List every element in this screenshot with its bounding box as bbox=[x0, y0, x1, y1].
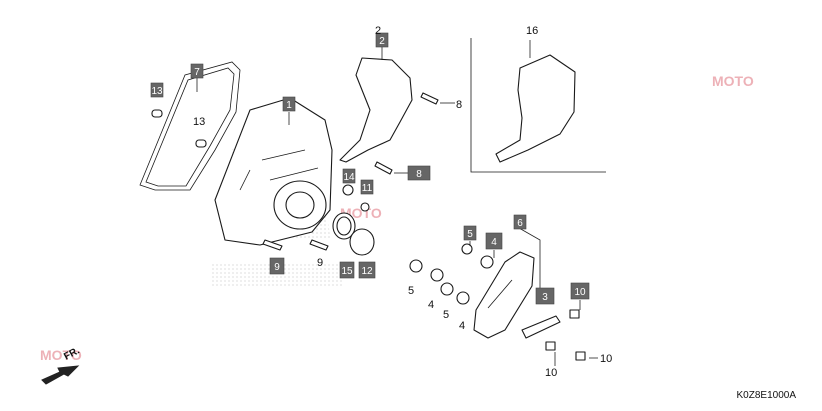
svg-text:10: 10 bbox=[545, 367, 557, 379]
crankcase-cover-part bbox=[214, 97, 333, 246]
svg-text:4: 4 bbox=[428, 299, 434, 311]
svg-text:11: 11 bbox=[362, 183, 373, 194]
cover-plate-part bbox=[473, 251, 561, 339]
svg-text:9: 9 bbox=[274, 262, 280, 273]
svg-text:8: 8 bbox=[416, 169, 422, 180]
part-number-labels: 13 2 8 16 9 5 4 5 4 10 10 bbox=[193, 25, 612, 379]
leader-lines bbox=[196, 40, 598, 366]
dowel-pin-part bbox=[151, 109, 207, 148]
figure-code: K0Z8E1000A bbox=[736, 390, 797, 401]
svg-text:2: 2 bbox=[375, 25, 381, 37]
bolt-part bbox=[262, 92, 586, 361]
svg-text:2: 2 bbox=[379, 36, 385, 47]
gasket-part bbox=[139, 61, 241, 191]
svg-text:5: 5 bbox=[443, 309, 449, 321]
svg-text:10: 10 bbox=[600, 353, 612, 365]
svg-text:8: 8 bbox=[456, 99, 462, 111]
svg-text:4: 4 bbox=[459, 320, 465, 332]
watermark-logo: MOTO MOTO MOTO bbox=[40, 73, 754, 363]
svg-text:16: 16 bbox=[526, 25, 538, 37]
svg-text:15: 15 bbox=[341, 266, 353, 277]
svg-text:4: 4 bbox=[491, 237, 497, 248]
grommet-part bbox=[409, 243, 494, 305]
svg-text:5: 5 bbox=[467, 229, 473, 240]
side-cover-part bbox=[339, 57, 413, 163]
svg-text:MOTO: MOTO bbox=[40, 347, 82, 363]
svg-text:MOTO: MOTO bbox=[712, 73, 754, 89]
svg-text:13: 13 bbox=[151, 86, 163, 97]
svg-text:7: 7 bbox=[194, 67, 200, 78]
svg-text:14: 14 bbox=[343, 172, 355, 183]
svg-text:13: 13 bbox=[193, 116, 205, 128]
svg-text:10: 10 bbox=[574, 287, 586, 298]
oring-plug-part bbox=[332, 184, 375, 256]
svg-text:3: 3 bbox=[542, 292, 548, 303]
svg-text:9: 9 bbox=[317, 257, 323, 269]
svg-text:5: 5 bbox=[408, 285, 414, 297]
front-direction-arrow: FR. bbox=[41, 345, 82, 385]
part-tag: 13 7 1 2 14 11 8 9 15 12 5 4 6 3 10 bbox=[150, 32, 590, 305]
svg-text:12: 12 bbox=[361, 266, 373, 277]
svg-text:1: 1 bbox=[286, 100, 292, 111]
svg-text:6: 6 bbox=[517, 218, 523, 229]
alt-cover-part bbox=[470, 38, 606, 173]
